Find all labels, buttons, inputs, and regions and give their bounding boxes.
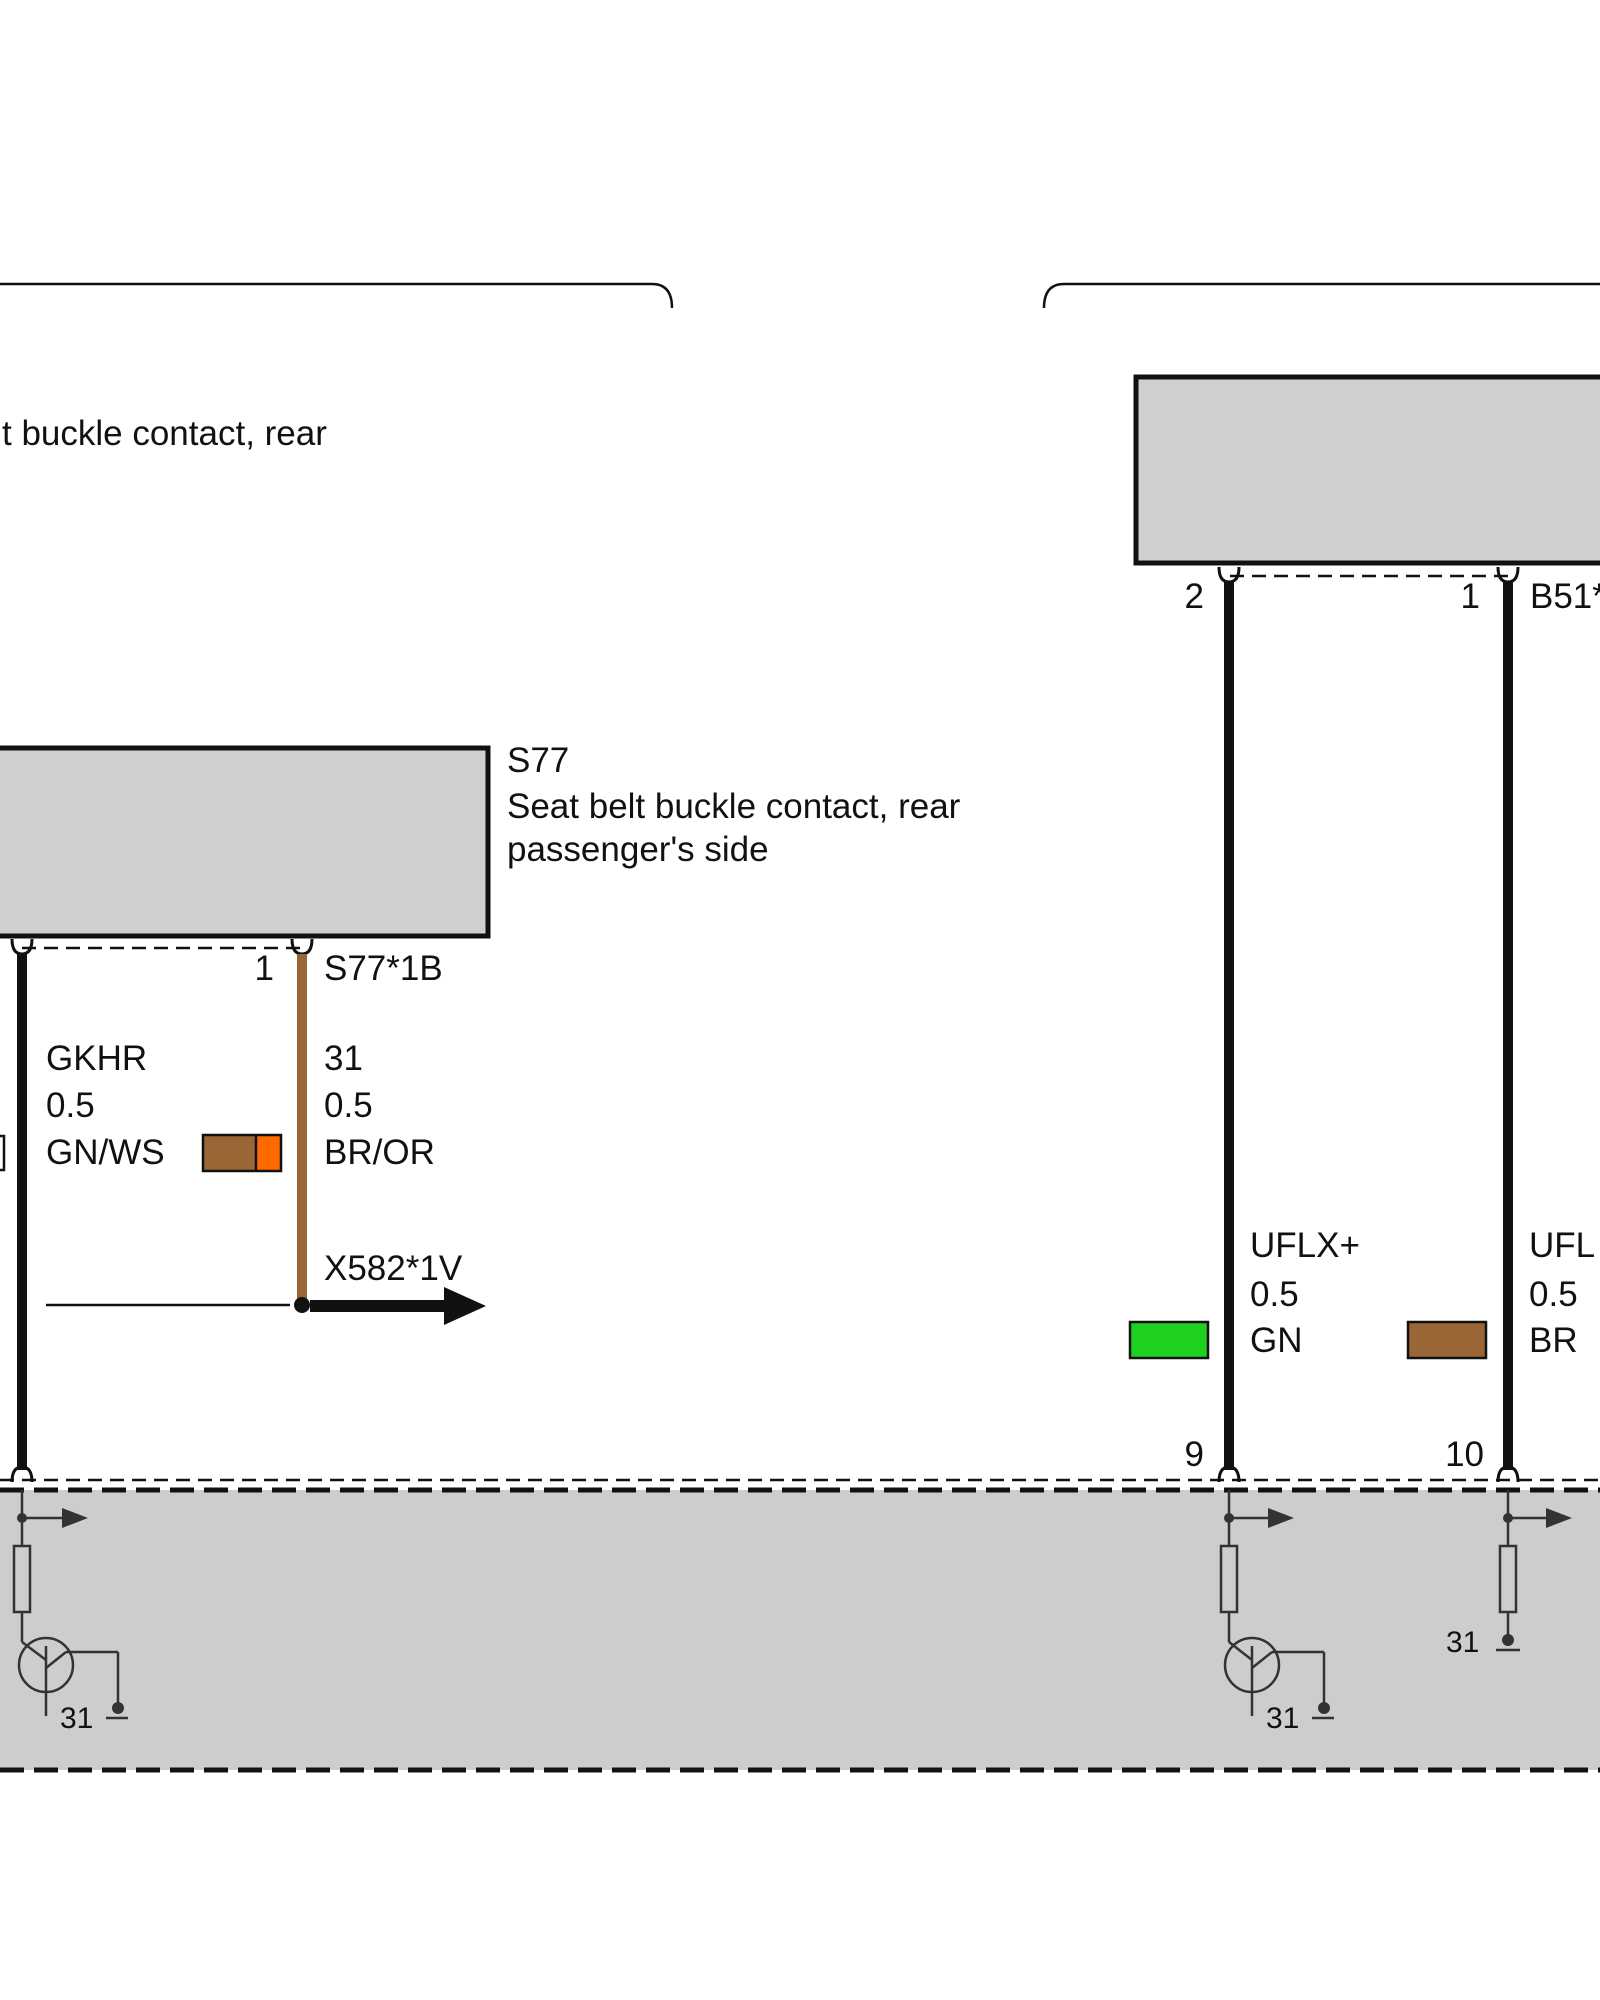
left-output-arrow-icon	[62, 1508, 88, 1528]
gkhr-signal-label: GKHR	[46, 1039, 147, 1078]
uflx-minus-gauge-label: 0.5	[1529, 1275, 1578, 1314]
uflx-plus-color-swatch	[1128, 1320, 1210, 1360]
left-ground-dot	[112, 1702, 124, 1714]
s77-pin-left-terminal	[10, 938, 34, 956]
uflx-minus-color-swatch	[1406, 1320, 1488, 1360]
b51-pin-1-terminal	[1496, 566, 1520, 584]
mid-output-arrow-icon	[1268, 1508, 1294, 1528]
module-pin-9-label: 9	[1185, 1435, 1204, 1474]
module-pin-left-terminal	[10, 1465, 34, 1483]
ground31-color-swatch	[201, 1133, 283, 1173]
left-group-bracket	[0, 282, 674, 309]
right-group-bracket	[1042, 282, 1600, 309]
gkhr-color-swatch-edge	[0, 1134, 6, 1172]
mid-ground-dot	[1318, 1702, 1330, 1714]
b51-connector-label: B51*	[1530, 577, 1600, 616]
uflx-plus-gauge-label: 0.5	[1250, 1275, 1299, 1314]
splice-arrow-icon	[444, 1287, 486, 1325]
control-module-box	[0, 1490, 1600, 1770]
ground31-gauge-label: 0.5	[324, 1086, 373, 1125]
s77-connector-label: S77*1B	[324, 949, 443, 988]
s77-pin-1-terminal	[290, 938, 314, 956]
b51-pin-2-label: 2	[1185, 577, 1204, 616]
uflx-plus-signal-label: UFLX+	[1250, 1226, 1360, 1265]
left-group-title: t buckle contact, rear	[2, 414, 327, 453]
uflx-minus-color-label: BR	[1529, 1321, 1578, 1360]
s77-id: S77	[507, 741, 569, 780]
ground31-color-label: BR/OR	[324, 1133, 435, 1172]
b51-pin-1-label: 1	[1461, 577, 1480, 616]
s77-pin-1-label: 1	[255, 949, 274, 988]
module-pin-10-label: 10	[1445, 1435, 1484, 1474]
right-output-arrow-icon	[1546, 1508, 1572, 1528]
left-transistor-circuit	[12, 1490, 128, 1720]
gkhr-gauge-label: 0.5	[46, 1086, 95, 1125]
uflx-plus-color-label: GN	[1250, 1321, 1303, 1360]
mid-junction-dot	[1224, 1513, 1234, 1523]
b51-pin-2-terminal	[1217, 566, 1241, 584]
uflx-minus-signal-label: UFL	[1529, 1226, 1595, 1265]
module-pin-9-terminal	[1217, 1465, 1241, 1483]
component-s77-box	[0, 745, 491, 939]
component-b51-box	[1133, 374, 1600, 566]
module-ground-right-label: 31	[1446, 1626, 1479, 1659]
s77-description-line2: passenger's side	[507, 830, 769, 869]
right-junction-dot	[1503, 1513, 1513, 1523]
left-junction-dot	[17, 1513, 27, 1523]
gkhr-color-label: GN/WS	[46, 1133, 165, 1172]
ground31-signal-label: 31	[324, 1039, 363, 1078]
splice-node	[294, 1297, 310, 1313]
module-ground-left-label: 31	[60, 1702, 93, 1735]
module-pin-10-terminal	[1496, 1465, 1520, 1483]
s77-description-line1: Seat belt buckle contact, rear	[507, 787, 961, 826]
splice-label: X582*1V	[324, 1249, 463, 1288]
module-ground-mid-label: 31	[1266, 1702, 1299, 1735]
right-ground-dot	[1502, 1634, 1514, 1646]
